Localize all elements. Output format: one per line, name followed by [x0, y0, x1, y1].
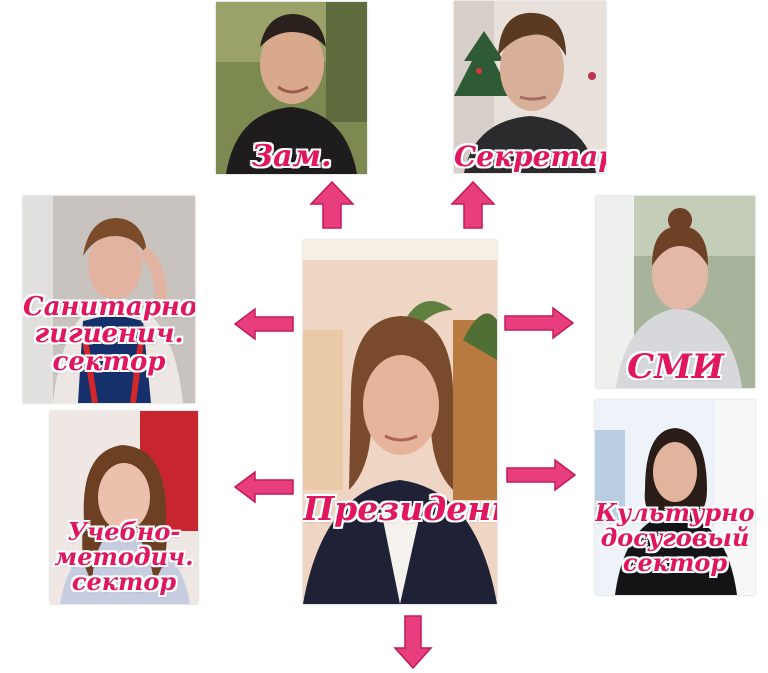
cultural-label-line3: сектор — [622, 548, 728, 578]
educational-label-line3: сектор — [71, 567, 177, 597]
educational-label-line1: Учебно- — [67, 517, 181, 546]
arrow-right-lower-icon — [506, 458, 577, 492]
president-portrait-icon — [303, 240, 497, 604]
arrow-up-right-icon — [450, 180, 496, 229]
secretary-photo: Секретарь — [454, 1, 606, 173]
sanitary-sector-photo: Санитарно- гигиенич. сектор — [23, 196, 195, 403]
cultural-label-line1: Культурно- — [595, 498, 755, 527]
media-label: СМИ — [627, 347, 724, 388]
president-label: Президент — [303, 489, 497, 528]
secretary-portrait-icon — [454, 1, 606, 173]
deputy-photo: Зам. — [216, 2, 367, 174]
cultural-sector-label: Культурно- досуговый сектор — [595, 500, 755, 576]
sanitary-label-line2: гигиенич. — [34, 319, 184, 350]
educational-sector-label: Учебно- методич. сектор — [50, 519, 198, 595]
deputy-portrait-icon — [216, 2, 367, 174]
media-portrait-icon — [596, 196, 755, 388]
cultural-label-line2: досуговый — [600, 523, 750, 553]
arrow-down-icon — [393, 615, 433, 670]
arrow-up-left-icon — [309, 180, 355, 229]
educational-sector-photo: Учебно- методич. сектор — [50, 411, 198, 604]
secretary-label: Секретарь — [454, 139, 606, 173]
sanitary-label-line3: сектор — [52, 346, 166, 377]
cultural-sector-photo: Культурно- досуговый сектор — [595, 400, 755, 595]
sanitary-label-line1: Санитарно- — [23, 292, 195, 322]
educational-label-line2: методич. — [54, 542, 194, 572]
arrow-left-upper-icon — [233, 307, 294, 341]
media-photo: СМИ — [596, 196, 755, 388]
sanitary-portrait-icon — [23, 196, 195, 403]
president-photo: Президент — [303, 240, 497, 604]
arrow-right-upper-icon — [504, 306, 575, 340]
educational-portrait-icon — [50, 411, 198, 604]
sanitary-sector-label: Санитарно- гигиенич. сектор — [23, 292, 195, 377]
cultural-portrait-icon — [595, 400, 755, 595]
deputy-label: Зам. — [251, 138, 332, 174]
arrow-left-lower-icon — [233, 470, 294, 504]
